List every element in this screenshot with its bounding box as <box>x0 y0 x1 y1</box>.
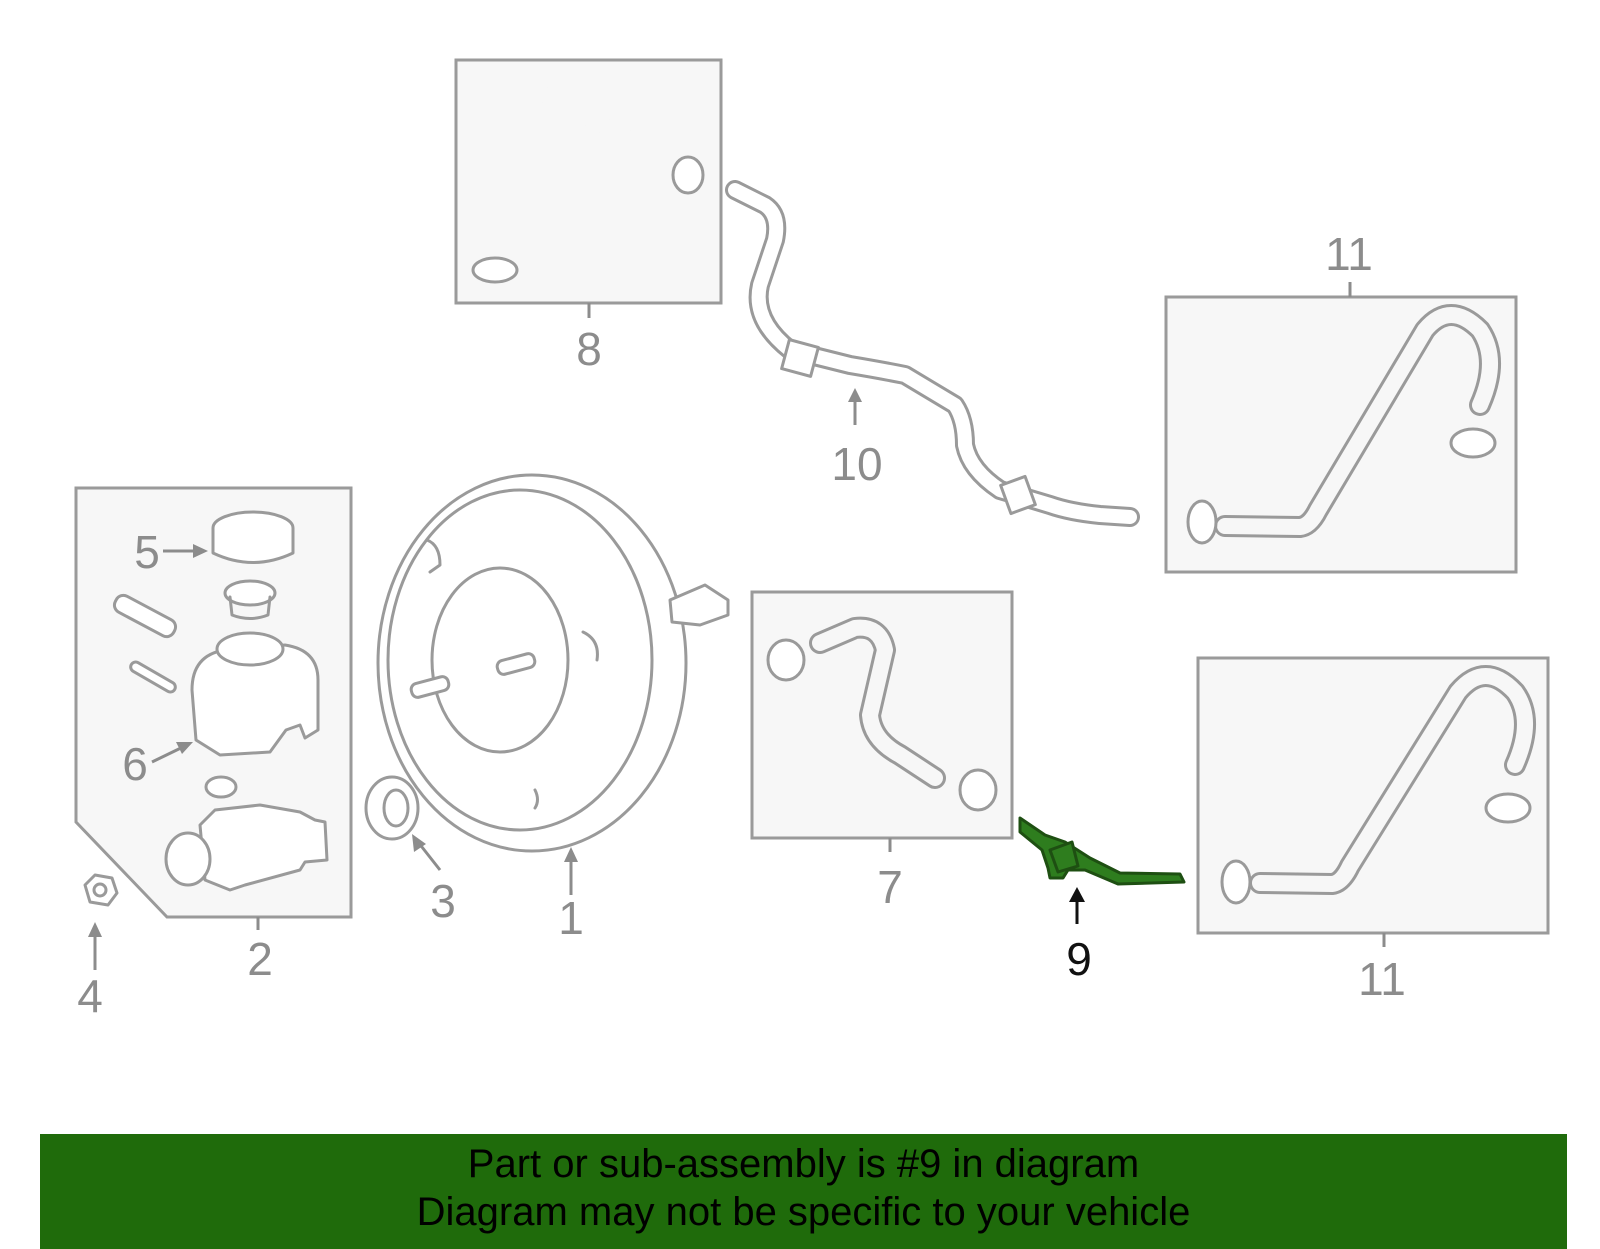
callout-11-bottom: 11 <box>1358 953 1406 1005</box>
callout-8: 8 <box>576 323 602 375</box>
callout-4: 4 <box>77 970 103 1022</box>
callout-1: 1 <box>558 892 584 944</box>
callout-11-top: 11 <box>1325 228 1373 280</box>
callout-10: 10 <box>831 438 882 490</box>
banner-line-1: Part or sub-assembly is #9 in diagram <box>467 1142 1140 1186</box>
part-9-highlighted[interactable] <box>1018 816 1186 924</box>
part-group-7[interactable] <box>750 590 1014 852</box>
part-group-8[interactable] <box>454 58 723 318</box>
callout-6: 6 <box>122 738 148 790</box>
callout-9: 9 <box>1066 933 1092 985</box>
part-4-nut[interactable] <box>83 873 119 970</box>
part-10-vacuum-line[interactable] <box>725 180 1140 527</box>
banner-line-2: Diagram may not be specific to your vehi… <box>416 1190 1191 1234</box>
part-3-seal[interactable] <box>364 775 442 871</box>
info-banner: Part or sub-assembly is #9 in diagram Di… <box>40 1134 1567 1249</box>
part-group-2[interactable] <box>74 486 353 930</box>
leader-arrows-5-6 <box>151 544 208 764</box>
callout-3: 3 <box>430 875 456 927</box>
part-group-11-top[interactable] <box>1164 282 1518 574</box>
callout-5: 5 <box>134 526 160 578</box>
part-group-11-bottom[interactable] <box>1196 656 1550 947</box>
part-1-brake-booster[interactable] <box>376 473 730 895</box>
callout-2: 2 <box>247 933 273 985</box>
callout-7: 7 <box>877 861 903 913</box>
